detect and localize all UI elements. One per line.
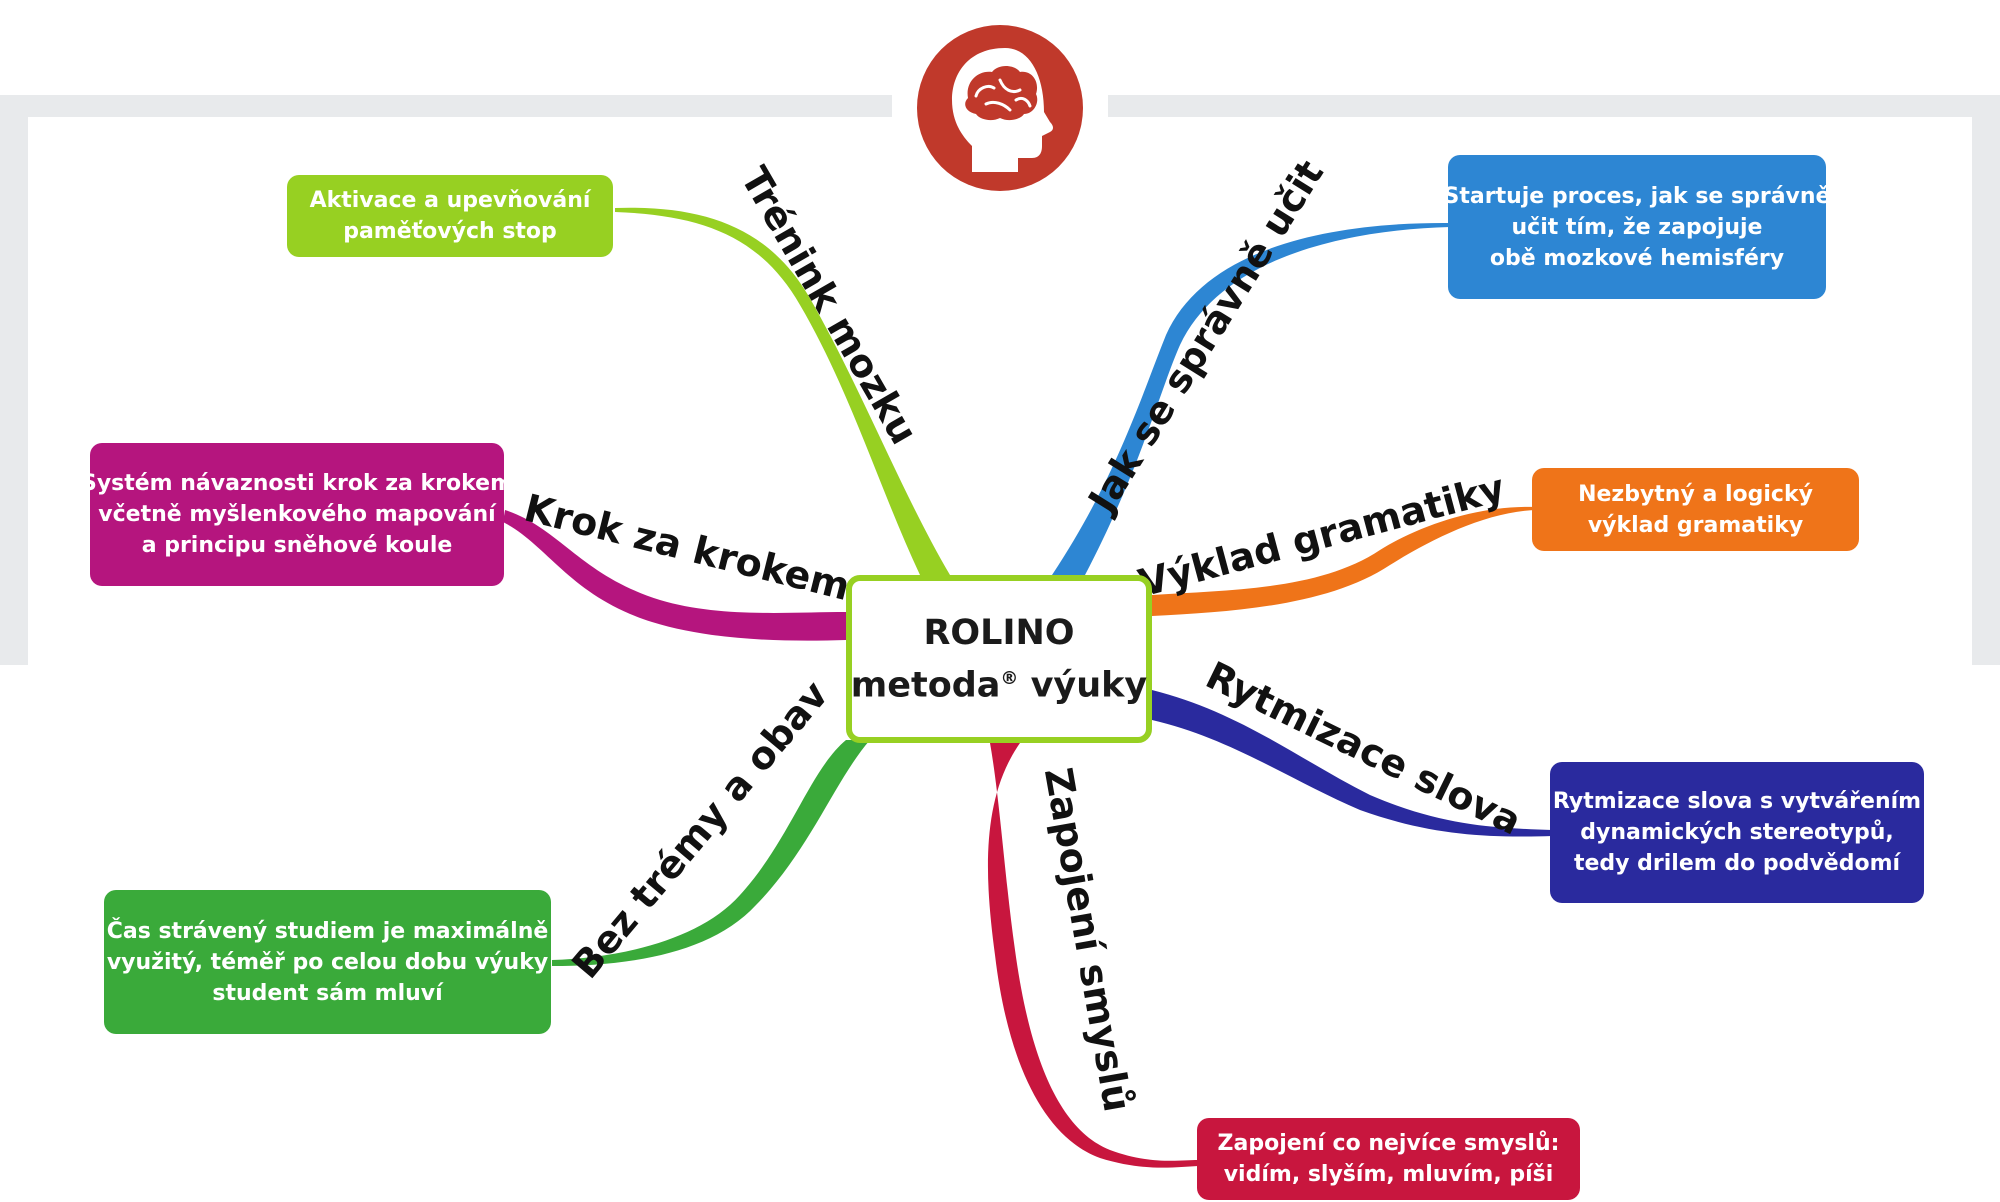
- branch-trenink: [615, 207, 950, 575]
- center-title: ROLINO: [923, 612, 1075, 653]
- brain-head-icon: [952, 48, 1053, 172]
- branch-label-jak: Jak se správně učit: [1078, 152, 1332, 522]
- box-krok: Systém návaznosti krok za krokem včetně …: [81, 443, 513, 586]
- center-node: ROLINO metoda® výuky: [846, 575, 1152, 743]
- logo: [917, 25, 1083, 191]
- branch-krok: [503, 510, 846, 641]
- box-rytmizace: Rytmizace slova s vytvářením dynamických…: [1550, 762, 1924, 903]
- branch-label-trenink: Trénink mozku: [732, 159, 926, 451]
- box-vyklad: Nezbytný a logický výklad gramatiky: [1532, 468, 1859, 551]
- branch-jak: [1052, 222, 1450, 576]
- box-bez: Čas strávený studiem je maximálně využit…: [104, 890, 551, 1034]
- box-trenink: Aktivace a upevňování paměťových stop: [287, 175, 613, 257]
- branch-rytmizace: [1152, 690, 1552, 837]
- branch-vyklad: [1152, 506, 1535, 616]
- box-jak: Startuje proces, jak se správně učit tím…: [1444, 155, 1830, 299]
- branch-label-krok: Krok za krokem: [520, 486, 854, 609]
- branch-label-zapojeni: Zapojení smyslů: [1036, 764, 1140, 1115]
- box-zapojeni: Zapojení co nejvíce smyslů: vidím, slyší…: [1197, 1118, 1580, 1200]
- center-subtitle: metoda® výuky: [850, 665, 1148, 706]
- branch-bez: [552, 740, 870, 966]
- registered-mark: ®: [1000, 667, 1019, 689]
